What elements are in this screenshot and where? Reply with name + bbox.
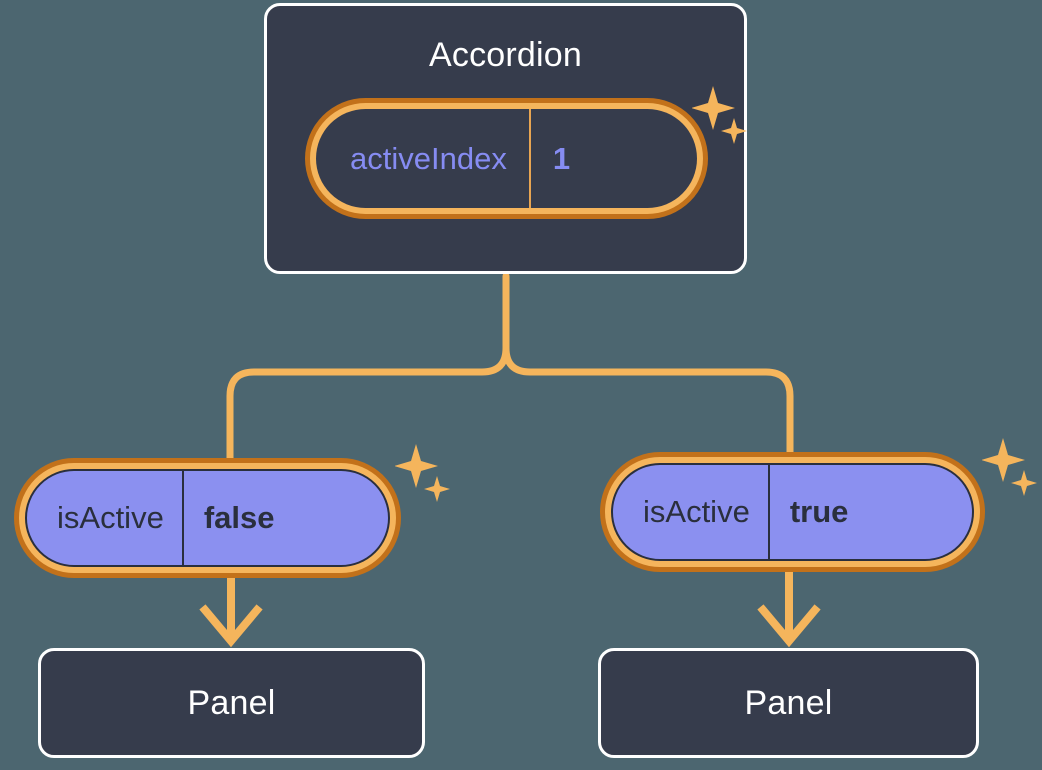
state-value-isactive-left: false — [181, 471, 309, 565]
panel-title-left: Panel — [187, 684, 276, 722]
sparkle-large-icon — [982, 438, 1025, 482]
sparkle-large-icon — [395, 444, 438, 488]
arrow-right — [757, 570, 821, 648]
panel-title-right: Panel — [744, 684, 833, 722]
state-key-activeindex: activeIndex — [350, 140, 507, 176]
sparkles-icon — [395, 444, 450, 502]
pill-inner-ring: isActive true — [605, 457, 980, 567]
sparkles-icon — [982, 438, 1037, 496]
state-value-activeindex: 1 — [528, 109, 610, 208]
sparkle-small-icon — [1011, 470, 1037, 496]
state-pill-isactive-right[interactable]: isActive true — [600, 452, 985, 572]
connector-branch-right — [502, 344, 794, 466]
connector-branch-left — [226, 344, 510, 466]
state-value-isactive-right: true — [767, 465, 883, 559]
page-title: Accordion — [429, 36, 582, 74]
state-pill-isactive-left[interactable]: isActive false — [14, 458, 401, 578]
pill-inner-ring: isActive false — [19, 463, 396, 573]
arrow-left — [199, 575, 263, 648]
state-pill-activeindex[interactable]: activeIndex 1 — [305, 98, 708, 219]
pill-body: isActive false — [25, 469, 390, 567]
pill-body: isActive true — [611, 463, 974, 561]
component-node-panel-right[interactable]: Panel — [598, 648, 979, 758]
pill-inner-ring: activeIndex 1 — [310, 103, 703, 214]
state-key-isactive-right: isActive — [643, 494, 750, 529]
state-key-isactive-left: isActive — [57, 500, 164, 535]
component-node-panel-left[interactable]: Panel — [38, 648, 425, 758]
sparkle-small-icon — [424, 476, 450, 502]
pill-body: activeIndex 1 — [316, 109, 697, 208]
